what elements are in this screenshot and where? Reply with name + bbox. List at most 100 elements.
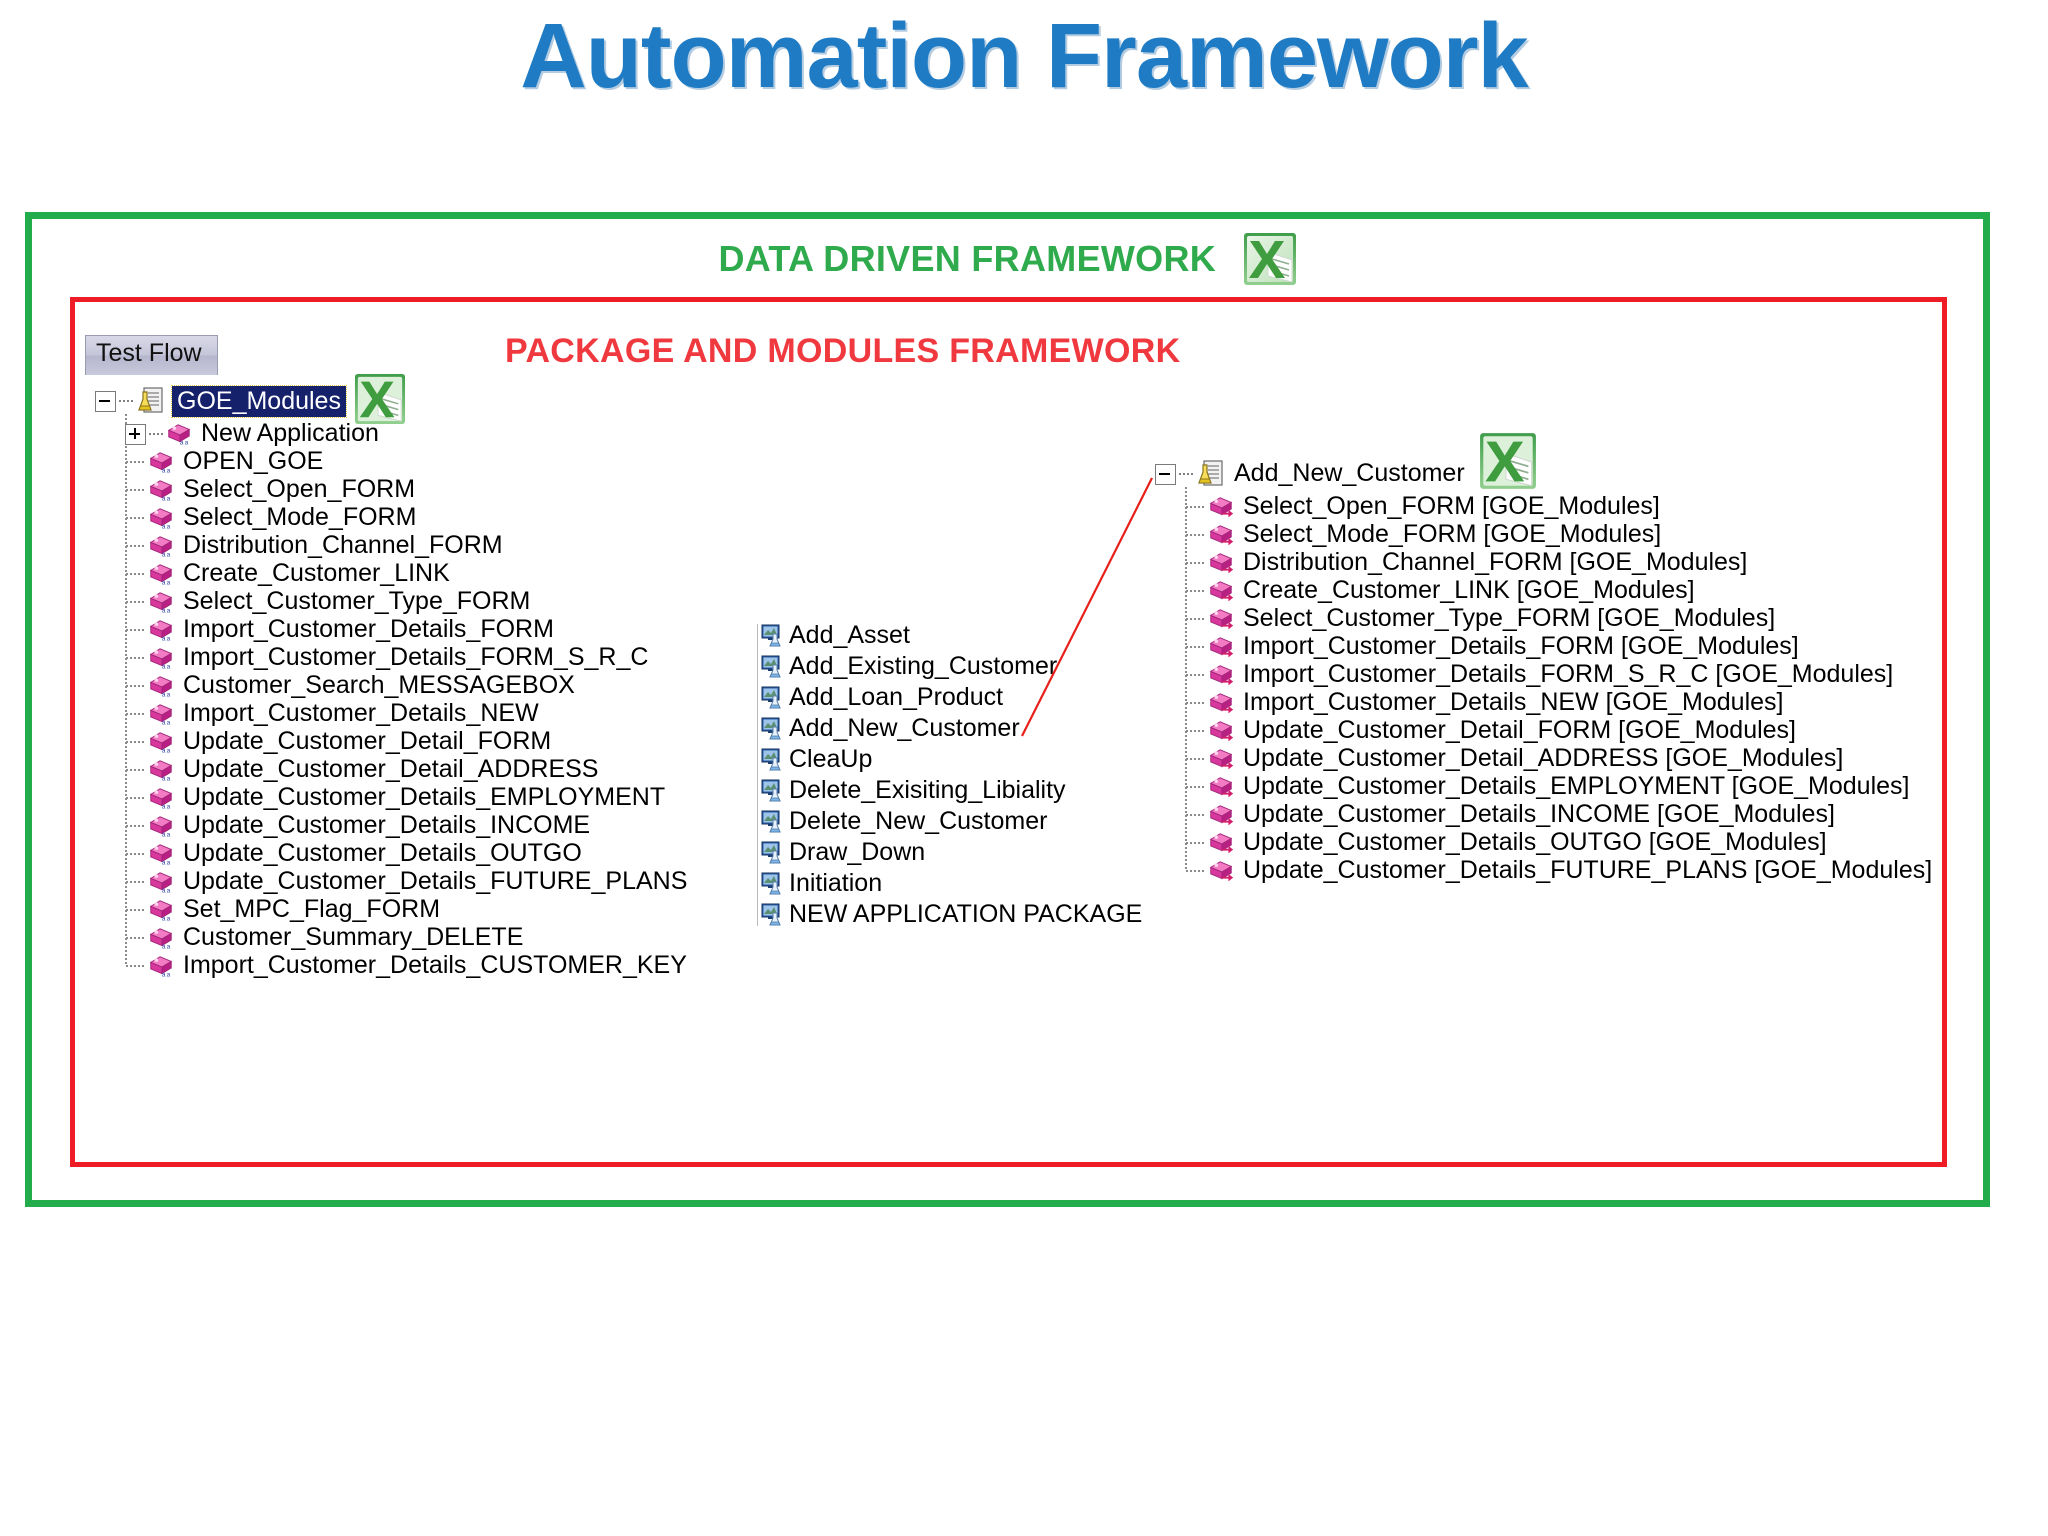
svg-text:a: a — [167, 719, 171, 726]
tree-item[interactable]: Update_Customer_Detail_ADDRESS [GOE_Modu… — [1185, 745, 1932, 773]
tree-item-label: Select_Open_FORM — [183, 474, 416, 503]
svg-text:a: a — [162, 663, 166, 670]
add-new-customer-tree: Add_New_Customer Select_Open_FORM [GOE_M… — [1155, 433, 1932, 885]
tree-item-label: Import_Customer_Details_NEW [GOE_Modules… — [1243, 687, 1784, 716]
tree-item-label: Import_Customer_Details_FORM_S_R_C [GOE_… — [1243, 659, 1894, 688]
svg-text:a: a — [167, 467, 171, 474]
svg-text:a: a — [167, 915, 171, 922]
list-item[interactable]: CleaUp — [757, 744, 1142, 775]
action-call-brick-icon — [1207, 495, 1235, 519]
tree-item[interactable]: Select_Mode_FORM [GOE_Modules] — [1185, 521, 1932, 549]
list-item[interactable]: NEW APPLICATION PACKAGE — [757, 899, 1142, 930]
monitor-flask-icon — [761, 717, 785, 741]
svg-text:a: a — [167, 803, 171, 810]
svg-text:a: a — [162, 607, 166, 614]
svg-text:a: a — [162, 803, 166, 810]
tree-item-label: Customer_Search_MESSAGEBOX — [183, 670, 575, 699]
tree-item-label: Update_Customer_Details_EMPLOYMENT — [183, 782, 666, 811]
tree-item[interactable]: Create_Customer_LINK [GOE_Modules] — [1185, 577, 1932, 605]
action-call-brick-icon — [1207, 551, 1235, 575]
tree-item-label: Update_Customer_Details_INCOME — [183, 810, 591, 839]
list-item[interactable]: Add_New_Customer — [757, 713, 1142, 744]
tree-root-goe-modules[interactable]: GOE_Modules — [95, 373, 687, 425]
collapse-expander-icon[interactable] — [1155, 463, 1176, 485]
svg-text:a: a — [162, 551, 166, 558]
tree-item[interactable]: Update_Customer_Details_OUTGO [GOE_Modul… — [1185, 829, 1932, 857]
tree-item[interactable]: Update_Customer_Detail_FORM [GOE_Modules… — [1185, 717, 1932, 745]
tree-root-label[interactable]: Add_New_Customer — [1234, 459, 1465, 487]
list-item[interactable]: Add_Existing_Customer — [757, 651, 1142, 682]
list-item[interactable]: Add_Asset — [757, 620, 1142, 651]
list-item[interactable]: Add_Loan_Product — [757, 682, 1142, 713]
action-call-brick-icon — [1207, 859, 1235, 883]
list-item[interactable]: Delete_New_Customer — [757, 806, 1142, 837]
svg-text:a: a — [162, 775, 166, 782]
action-call-brick-icon — [1207, 775, 1235, 799]
list-item-label: Delete_Exisiting_Libiality — [789, 776, 1066, 804]
svg-text:a: a — [167, 775, 171, 782]
tree-item[interactable]: Select_Open_FORM [GOE_Modules] — [1185, 493, 1932, 521]
svg-text:a: a — [167, 859, 171, 866]
svg-text:a: a — [162, 691, 166, 698]
list-item[interactable]: Delete_Exisiting_Libiality — [757, 775, 1142, 806]
expand-expander-icon[interactable] — [125, 423, 146, 445]
svg-text:a: a — [162, 915, 166, 922]
test-flask-document-icon — [135, 386, 165, 416]
excel-icon — [1479, 432, 1537, 490]
tree-item[interactable]: Update_Customer_Details_INCOME [GOE_Modu… — [1185, 801, 1932, 829]
list-item-label: Add_Loan_Product — [789, 683, 1004, 711]
tree-item[interactable]: Update_Customer_Details_FUTURE_PLANS [GO… — [1185, 857, 1932, 885]
svg-text:a: a — [167, 831, 171, 838]
tree-item-label: Update_Customer_Detail_FORM [GOE_Modules… — [1243, 715, 1797, 744]
collapse-expander-icon[interactable] — [95, 390, 116, 412]
tree-item[interactable]: Update_Customer_Details_EMPLOYMENT [GOE_… — [1185, 773, 1932, 801]
tree-root-add-new-customer[interactable]: Add_New_Customer — [1155, 433, 1932, 493]
list-item[interactable]: Initiation — [757, 868, 1142, 899]
tree-dot-leader — [119, 400, 133, 402]
svg-text:a: a — [185, 439, 189, 446]
tree-item[interactable]: Import_Customer_Details_FORM_S_R_C [GOE_… — [1185, 661, 1932, 689]
tab-test-flow[interactable]: Test Flow — [85, 335, 218, 375]
excel-icon — [354, 373, 406, 425]
tree-root-label[interactable]: GOE_Modules — [171, 384, 347, 418]
tree-item-label: Create_Customer_LINK [GOE_Modules] — [1243, 575, 1695, 604]
list-item-label: Add_Asset — [789, 621, 910, 649]
list-item-label: Delete_New_Customer — [789, 807, 1048, 835]
svg-text:a: a — [162, 747, 166, 754]
list-item[interactable]: Draw_Down — [757, 837, 1142, 868]
monitor-flask-icon — [761, 655, 785, 679]
action-call-brick-icon — [1207, 831, 1235, 855]
data-driven-framework-header: DATA DRIVEN FRAMEWORK — [32, 232, 1983, 286]
tree-item-label: Select_Customer_Type_FORM — [183, 586, 531, 615]
tree-item[interactable]: Distribution_Channel_FORM [GOE_Modules] — [1185, 549, 1932, 577]
tree-item[interactable]: Import_Customer_Details_FORM [GOE_Module… — [1185, 633, 1932, 661]
tree-item[interactable]: Select_Customer_Type_FORM [GOE_Modules] — [1185, 605, 1932, 633]
tree-item[interactable]: Import_Customer_Details_NEW [GOE_Modules… — [1185, 689, 1932, 717]
